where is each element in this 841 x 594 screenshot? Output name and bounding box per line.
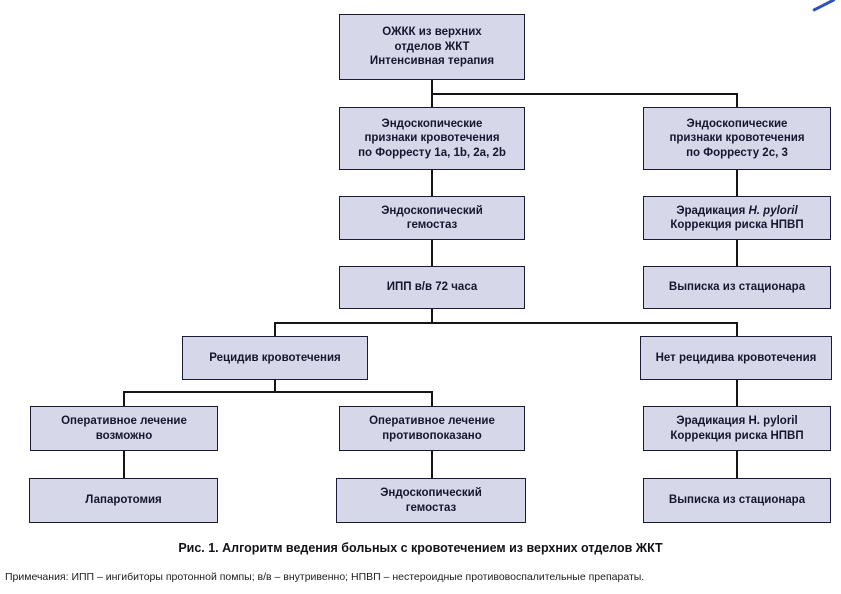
- flowchart-node-endo-signs-forrest-2: Эндоскопические признаки кровотечения по…: [643, 107, 831, 170]
- node-text-line: возможно: [95, 429, 153, 442]
- node-text-line: Эндоскопический: [380, 487, 482, 499]
- flowchart-node-eradication-1: Эрадикация H. pyloril Коррекция риска НП…: [643, 196, 831, 240]
- flowchart-node-eradication-2: Эрадикация H. pyloril Коррекция риска НП…: [643, 406, 831, 451]
- connector-line: [431, 93, 433, 107]
- flowchart-node-rebleeding: Рецидив кровотечения: [182, 336, 368, 380]
- flowchart-node-ozhkk-intensive-care: ОЖКК из верхних отделов ЖКТ Интенсивная …: [339, 14, 525, 80]
- connector-line: [431, 170, 433, 196]
- flowchart-node-endo-hemostasis-1: Эндоскопический гемостаз: [339, 196, 525, 240]
- connector-line: [274, 322, 738, 324]
- flowchart-node-ipp-iv-72h: ИПП в/в 72 часа: [339, 266, 525, 309]
- node-text-line: Оперативное лечение: [369, 415, 495, 427]
- connector-line: [431, 308, 433, 324]
- connector-line: [274, 322, 276, 336]
- connector-line: [431, 451, 433, 478]
- connector-line: [431, 391, 433, 406]
- connector-line: [123, 391, 125, 406]
- node-text-part-italic: H. pyloril: [748, 204, 798, 217]
- node-text-line: Эрадикация H. pyloril: [676, 204, 797, 219]
- node-text-line: Коррекция риска НПВП: [670, 219, 804, 231]
- connector-line: [736, 240, 738, 266]
- flowchart-node-endo-signs-forrest-1: Эндоскопические признаки кровотечения по…: [339, 107, 525, 170]
- connector-line: [736, 380, 738, 406]
- node-text-line: гемостаз: [406, 219, 458, 231]
- node-text-line: противопоказано: [382, 429, 482, 442]
- node-text-line: Нет рецидива кровотечения: [655, 351, 817, 364]
- page-corner-mark: [812, 0, 835, 12]
- connector-line: [431, 79, 433, 95]
- figure-footnote: Примечания: ИПП – ингибиторы протонной п…: [5, 571, 645, 583]
- connector-line: [736, 170, 738, 196]
- node-text-line: Лапаротомия: [85, 494, 162, 507]
- node-text-line: Эрадикация H. pyloril: [676, 415, 798, 427]
- connector-line: [431, 240, 433, 266]
- node-text-line: по Форресту 1a, 1b, 2a, 2b: [358, 146, 506, 159]
- node-text-line: отделов ЖКТ: [394, 40, 470, 53]
- connector-line: [123, 451, 125, 478]
- node-text-line: Выписка из стационара: [668, 494, 806, 507]
- node-text-line: гемостаз: [405, 501, 457, 514]
- node-text-line: Рецидив кровотечения: [209, 351, 341, 364]
- node-text-line: Эндоскопические: [686, 117, 788, 130]
- flowchart-node-discharge-2: Выписка из стационара: [643, 478, 831, 523]
- flowchart-node-discharge-1: Выписка из стационара: [643, 266, 831, 309]
- node-text-line: Эндоскопический: [381, 204, 483, 217]
- connector-line: [123, 391, 433, 393]
- node-text-line: Коррекция риска НПВП: [670, 429, 804, 442]
- flowchart-node-endo-hemostasis-2: Эндоскопический гемостаз: [336, 478, 526, 523]
- flowchart-node-surgery-possible: Оперативное лечение возможно: [30, 406, 218, 451]
- node-text-line: Интенсивная терапия: [369, 55, 495, 68]
- node-text-line: Оперативное лечение: [61, 415, 187, 427]
- flowchart-node-surgery-contraindicated: Оперативное лечение противопоказано: [339, 406, 525, 451]
- node-text-line: ОЖКК из верхних: [382, 26, 482, 39]
- node-text-line: ИПП в/в 72 часа: [386, 281, 478, 294]
- node-text-line: по Форресту 2c, 3: [686, 146, 788, 159]
- flowchart-node-laparotomy: Лапаротомия: [29, 478, 218, 523]
- connector-line: [431, 93, 738, 95]
- node-text-line: Эндоскопические: [381, 117, 483, 130]
- connector-line: [736, 93, 738, 107]
- node-text-line: признаки кровотечения: [364, 132, 500, 145]
- connector-line: [274, 380, 276, 393]
- node-text-line: Выписка из стационара: [668, 281, 806, 294]
- node-text-line: признаки кровотечения: [669, 132, 805, 145]
- flowchart-node-no-rebleeding: Нет рецидива кровотечения: [640, 336, 832, 380]
- connector-line: [736, 451, 738, 478]
- node-text-part: Эрадикация: [676, 204, 749, 217]
- connector-line: [736, 322, 738, 336]
- figure-caption: Рис. 1. Алгоритм ведения больных с крово…: [178, 541, 663, 555]
